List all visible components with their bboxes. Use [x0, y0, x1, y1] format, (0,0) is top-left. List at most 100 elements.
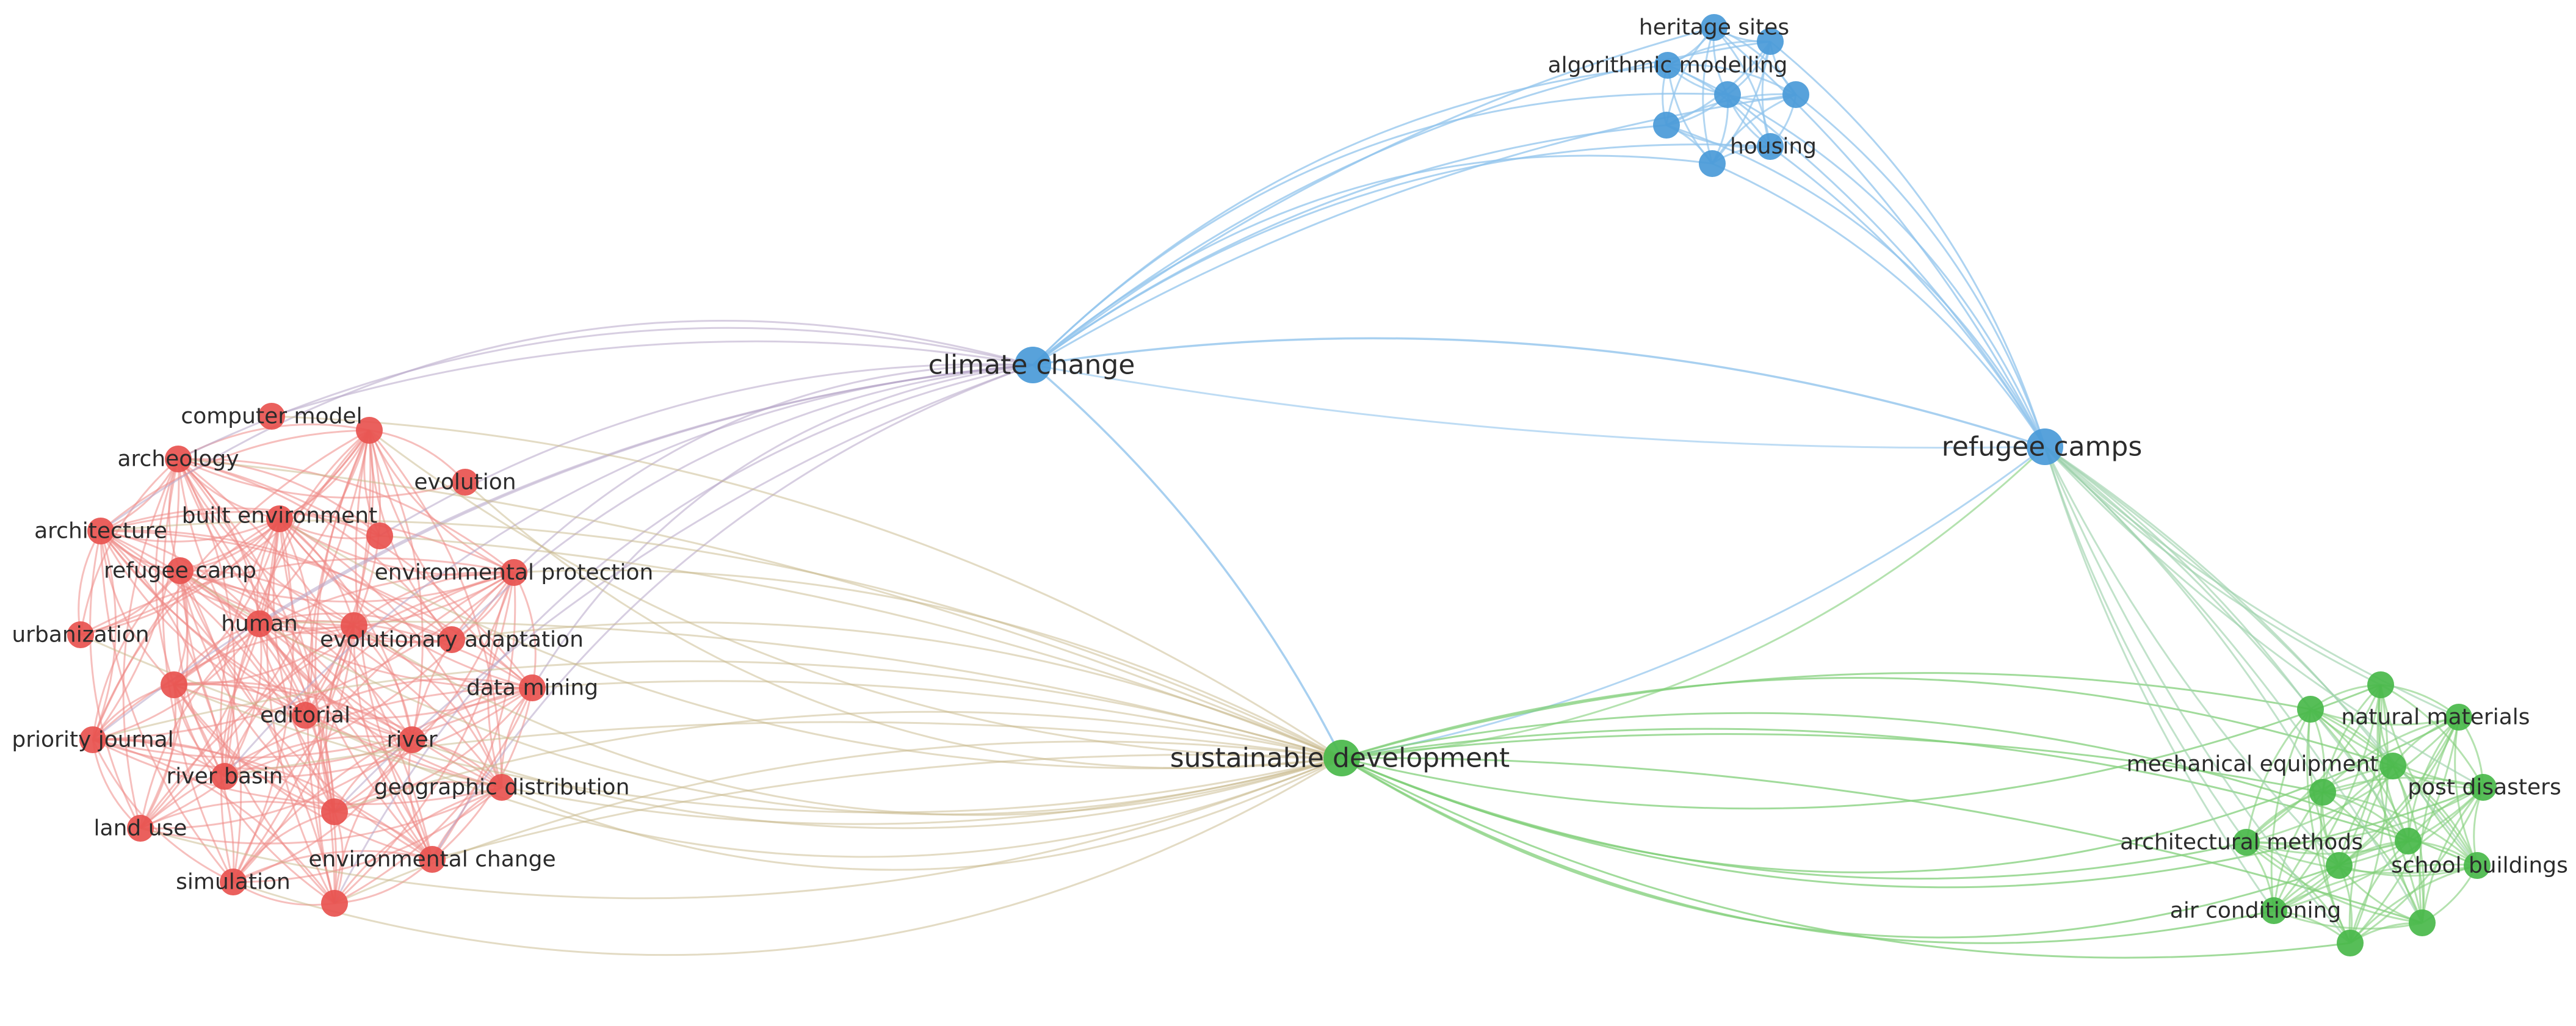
node-urbanization[interactable]	[67, 621, 94, 648]
label-built-environment: built environment	[182, 504, 378, 529]
network-link	[1032, 64, 1668, 366]
node-river[interactable]	[399, 726, 425, 753]
network-link	[258, 623, 338, 904]
node-n-g-g[interactable]	[2337, 930, 2364, 956]
node-environmental-change[interactable]	[419, 846, 446, 873]
network-link	[179, 570, 335, 813]
node-refugee-camps[interactable]	[2027, 428, 2063, 465]
network-link	[179, 569, 355, 627]
network-link	[177, 458, 502, 789]
node-n-r-e[interactable]	[321, 798, 348, 825]
node-natural-materials[interactable]	[2445, 704, 2472, 731]
network-link	[178, 458, 1342, 759]
network-link	[179, 518, 281, 572]
node-air-conditioning[interactable]	[2260, 897, 2287, 924]
node-n-g-b[interactable]	[2297, 696, 2324, 723]
network-link	[408, 739, 433, 860]
node-n-g-a[interactable]	[2367, 671, 2394, 698]
node-n-b-c[interactable]	[1782, 81, 1809, 108]
node-algorithmic-modelling[interactable]	[1654, 52, 1681, 79]
node-n-g-c[interactable]	[2309, 779, 2336, 806]
network-link	[334, 572, 515, 813]
node-n-b-b[interactable]	[1714, 81, 1741, 108]
network-link	[232, 571, 515, 883]
node-archeology[interactable]	[165, 446, 192, 472]
network-link	[2349, 717, 2460, 944]
node-environmental-protection[interactable]	[501, 559, 527, 586]
network-link	[501, 757, 1342, 871]
network-link	[2246, 841, 2423, 924]
network-link	[369, 429, 1342, 759]
node-n-b-e[interactable]	[1699, 150, 1726, 177]
node-mechanical-equipment[interactable]	[2379, 753, 2406, 779]
network-link	[353, 624, 413, 740]
node-land-use[interactable]	[127, 815, 154, 842]
network-link	[1713, 26, 1771, 147]
node-n-r-f[interactable]	[321, 890, 348, 917]
network-link	[1032, 92, 1728, 366]
network-link	[334, 740, 1342, 905]
node-post-disasters[interactable]	[2470, 774, 2497, 801]
node-n-b-a[interactable]	[1757, 28, 1784, 55]
network-link	[92, 624, 355, 741]
node-heritage-sites[interactable]	[1701, 14, 1728, 41]
network-link	[178, 458, 515, 574]
node-human[interactable]	[246, 610, 273, 637]
node-computer-model[interactable]	[258, 403, 285, 430]
node-housing[interactable]	[1757, 133, 1784, 160]
label-river: river	[386, 728, 437, 753]
node-priority-journal[interactable]	[79, 726, 106, 753]
node-n-g-d[interactable]	[2395, 828, 2422, 854]
node-geographic-distribution[interactable]	[488, 774, 515, 801]
network-link	[1341, 757, 2484, 889]
network-link	[232, 687, 533, 883]
node-refugee-camp[interactable]	[167, 557, 194, 584]
node-data-mining[interactable]	[519, 674, 546, 701]
node-n-r-b[interactable]	[366, 522, 393, 549]
label-environmental-protection: environmental protection	[375, 560, 654, 585]
network-link	[1032, 337, 2046, 448]
network-link	[305, 677, 533, 717]
network-link	[259, 623, 433, 860]
node-sustainable-development[interactable]	[1323, 740, 1360, 776]
label-climate-change: climate change	[928, 350, 1135, 381]
node-editorial[interactable]	[292, 702, 319, 729]
label-housing: housing	[1730, 134, 1817, 159]
network-link	[1341, 757, 2423, 924]
node-architecture[interactable]	[87, 518, 114, 544]
node-n-r-c[interactable]	[341, 612, 367, 639]
node-evolutionary-adaptation[interactable]	[438, 626, 465, 653]
network-link	[334, 710, 1342, 813]
network-link	[1032, 124, 1667, 366]
node-built-environment[interactable]	[266, 505, 293, 532]
network-link	[139, 571, 515, 829]
label-computer-model: computer model	[181, 404, 362, 429]
network-link	[1770, 40, 2046, 447]
network-link	[1795, 93, 2046, 447]
network-link	[173, 683, 502, 789]
node-n-g-f[interactable]	[2409, 909, 2436, 936]
node-evolution[interactable]	[452, 469, 479, 496]
network-link	[233, 850, 433, 883]
node-n-g-e[interactable]	[2326, 852, 2353, 879]
node-n-b-d[interactable]	[1653, 112, 1680, 139]
network-link	[179, 570, 336, 905]
node-simulation[interactable]	[220, 869, 247, 895]
node-school-buildings[interactable]	[2464, 852, 2491, 879]
label-sustainable-development: sustainable development	[1170, 743, 1510, 774]
network-link	[333, 786, 502, 904]
network-link	[1341, 677, 2393, 767]
network-link	[333, 364, 1033, 904]
network-link	[220, 623, 261, 883]
label-environmental-change: environmental change	[308, 847, 555, 872]
node-river-basin[interactable]	[211, 763, 238, 790]
node-climate-change[interactable]	[1015, 347, 1051, 383]
label-heritage-sites: heritage sites	[1639, 15, 1789, 40]
network-link	[1341, 446, 2046, 759]
network-link	[334, 781, 502, 813]
network-link	[2270, 709, 2312, 911]
node-n-r-d[interactable]	[161, 671, 187, 698]
node-n-r-a[interactable]	[356, 417, 383, 444]
label-air-conditioning: air conditioning	[2170, 898, 2341, 923]
node-architectural-methods[interactable]	[2233, 829, 2260, 856]
